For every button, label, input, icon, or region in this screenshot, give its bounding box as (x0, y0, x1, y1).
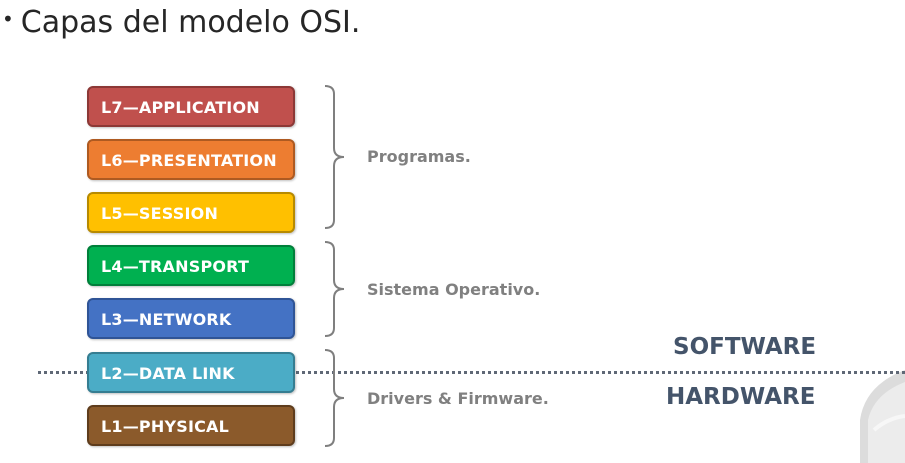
bracket-drivers-firmware (324, 349, 345, 447)
layer-l6-presentation: L6—PRESENTATION (87, 139, 295, 180)
layer-l2-label: L2—DATA LINK (101, 364, 235, 383)
layer-l5-label: L5—SESSION (101, 204, 219, 223)
hardware-label: HARDWARE (666, 384, 816, 410)
layer-l5-session: L5—SESSION (87, 192, 295, 233)
layer-l4-transport: L4—TRANSPORT (87, 245, 295, 286)
layer-l3-network: L3—NETWORK (87, 298, 295, 339)
corner-decoration-shape (860, 370, 905, 463)
software-label: SOFTWARE (673, 334, 817, 360)
group-label-sistema-operativo: Sistema Operativo. (367, 280, 541, 299)
bracket-programas (324, 85, 345, 229)
layer-l4-label: L4—TRANSPORT (101, 257, 250, 276)
layer-l1-label: L1—PHYSICAL (101, 417, 230, 436)
bullet: • (2, 7, 14, 31)
layer-l7-label: L7—APPLICATION (101, 98, 260, 117)
group-label-programas: Programas. (367, 147, 471, 166)
layer-l3-label: L3—NETWORK (101, 310, 232, 329)
layer-l1-physical: L1—PHYSICAL (87, 405, 295, 446)
bracket-sistema-operativo (324, 241, 345, 337)
group-label-drivers-firmware: Drivers & Firmware. (367, 389, 549, 408)
layer-l7-application: L7—APPLICATION (87, 86, 295, 127)
layer-l2-data-link: L2—DATA LINK (87, 352, 295, 393)
slide-title: •Capas del modelo OSI. (2, 0, 360, 42)
software-hardware-divider (38, 371, 905, 374)
layer-l6-label: L6—PRESENTATION (101, 151, 277, 170)
title-text: Capas del modelo OSI. (20, 5, 361, 40)
